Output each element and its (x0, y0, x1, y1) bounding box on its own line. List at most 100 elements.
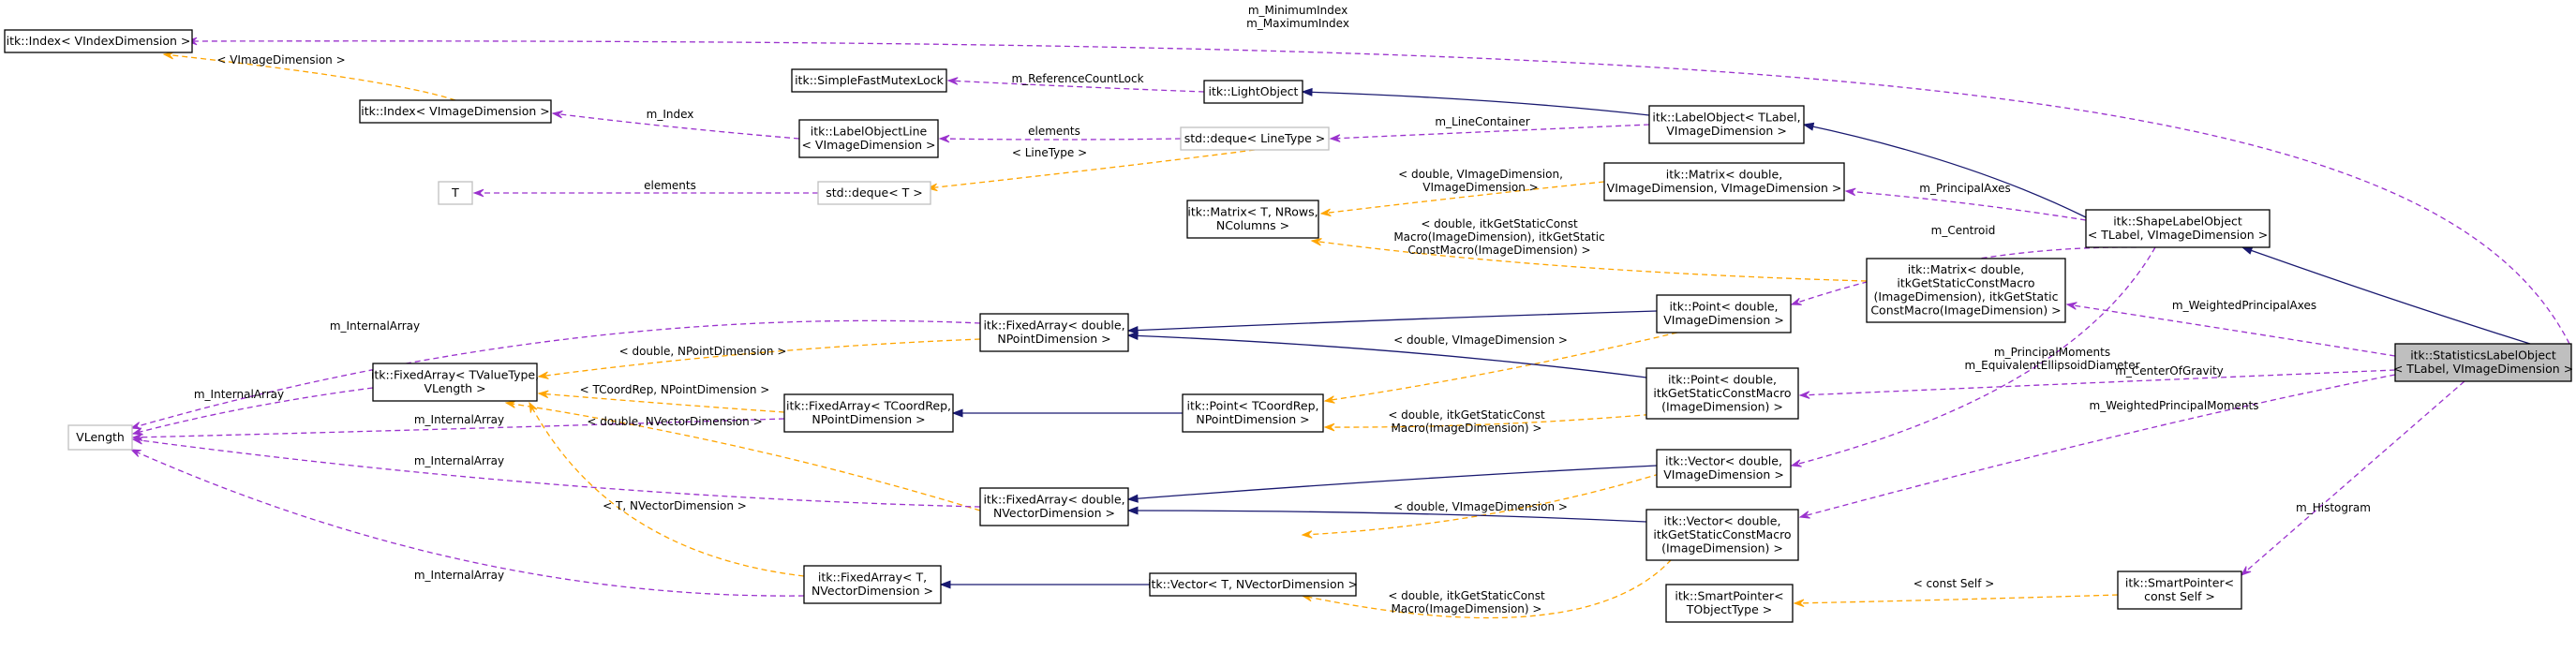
edge-path (939, 138, 1182, 141)
class-node-deque-line[interactable]: std::deque< LineType > (1180, 126, 1330, 151)
edge-label-line: < double, NPointDimension > (619, 345, 787, 358)
class-node-label-line: VImageDimension, VImageDimension > (1607, 181, 1842, 195)
class-node-deque-T[interactable]: std::deque< T > (817, 181, 931, 205)
class-node-label-line: itk::LightObject (1209, 84, 1299, 98)
class-node-point-dconst[interactable]: itk::Point< double,itkGetStaticConstMacr… (1645, 367, 1799, 420)
class-node-label-line: VLength > (424, 381, 485, 395)
class-node-fixedarray-tnv[interactable]: itk::FixedArray< T,NVectorDimension > (803, 565, 942, 604)
edge-label-line: < double, VImageDimension > (1393, 500, 1568, 513)
edge-label: m_LineContainer (1435, 115, 1529, 128)
edge-label-line: m_PrincipalMoments (1994, 346, 2110, 359)
class-node-shapelabel[interactable]: itk::ShapeLabelObject< TLabel, VImageDim… (2085, 209, 2271, 248)
inherit-edge (1802, 122, 2087, 218)
edge-arrowhead (1329, 134, 1341, 142)
class-node-smartptr-tobj[interactable]: itk::SmartPointer<TObjectType > (1665, 584, 1794, 623)
class-node-box (798, 119, 939, 158)
nodes-layer: itk::Index< VIndexDimension >itk::Index<… (4, 29, 2573, 623)
edge-path (1302, 91, 1650, 116)
edge-arrowhead (1126, 331, 1139, 340)
class-node-label: itk::StatisticsLabelObject< TLabel, VIma… (2393, 348, 2573, 377)
edge-path (1302, 552, 1678, 619)
class-node-point-tc[interactable]: itk::Point< TCoordRep,NPointDimension > (1182, 393, 1324, 433)
class-node-mutexlock[interactable]: itk::SimpleFastMutexLock (791, 68, 947, 93)
class-node-box (438, 181, 473, 205)
edge-arrowhead (1323, 422, 1335, 432)
edge-label-line: m_ReferenceCountLock (1011, 72, 1143, 85)
edge-label-line: < const Self > (1913, 577, 1995, 590)
edge-path (529, 402, 805, 577)
class-node-label: itk::SimpleFastMutexLock (795, 73, 945, 87)
class-node-vector-tnv[interactable]: itk::Vector< T, NVectorDimension > (1148, 572, 1358, 597)
edge-label-line: m_InternalArray (414, 454, 504, 467)
edge-label: < double, VImageDimension > (1393, 333, 1568, 347)
inherit-edge (1301, 87, 1650, 116)
class-node-vector-dconst[interactable]: itk::Vector< double,itkGetStaticConstMac… (1645, 509, 1799, 561)
class-node-label-line: < TLabel, VImageDimension > (2393, 362, 2573, 376)
class-node-label-line: std::deque< T > (826, 185, 922, 200)
edge-label-line: m_Index (647, 108, 694, 121)
class-node-label: itk::Vector< T, NVectorDimension > (1148, 577, 1358, 591)
class-node-vector-dv[interactable]: itk::Vector< double,VImageDimension > (1656, 449, 1792, 488)
edge-label-line: m_LineContainer (1435, 115, 1529, 128)
class-node-matrix-dconst[interactable]: itk::Matrix< double,itkGetStaticConstMac… (1866, 258, 2066, 323)
usage-edge (551, 110, 800, 140)
class-node-box (359, 99, 552, 124)
class-node-label: itk::FixedArray< double,NVectorDimension… (983, 493, 1124, 521)
class-node-label: std::deque< T > (826, 185, 922, 200)
class-node-box (2117, 570, 2242, 610)
class-node-fixedarray-dnv[interactable]: itk::FixedArray< double,NVectorDimension… (979, 487, 1129, 526)
class-node-fixedarray-tv[interactable]: itk::FixedArray< TValueType,VLength > (371, 363, 539, 402)
class-node-vlength[interactable]: VLength (67, 424, 133, 451)
edge-label-line: m_InternalArray (414, 569, 504, 582)
edge-path (132, 418, 785, 438)
class-node-label: VLength (76, 430, 125, 444)
edge-label-line: m_PrincipalAxes (1919, 182, 2010, 195)
class-node-box (4, 29, 193, 53)
class-node-label: std::deque< LineType > (1184, 131, 1326, 145)
edge-arrowhead (131, 437, 143, 445)
edge-label: < LineType > (1012, 146, 1087, 159)
class-node-T[interactable]: T (438, 181, 473, 205)
class-node-label-line: itk::StatisticsLabelObject (2410, 348, 2556, 363)
class-node-labelobjectline[interactable]: itk::LabelObjectLine< VImageDimension > (798, 119, 939, 158)
class-node-smartptr-self[interactable]: itk::SmartPointer<const Self > (2117, 570, 2242, 610)
edge-arrowhead (1798, 391, 1810, 399)
edge-label: < double, VImageDimension > (1393, 500, 1568, 513)
edge-label-line: elements (644, 179, 696, 192)
edge-path (1127, 310, 1658, 332)
edge-path (1302, 467, 1678, 536)
class-node-statistics[interactable]: itk::StatisticsLabelObject< TLabel, VIma… (2393, 343, 2573, 382)
class-node-box (1149, 572, 1357, 597)
class-node-lightobject[interactable]: itk::LightObject (1203, 80, 1303, 104)
edge-path (1324, 332, 1678, 402)
edge-label: < double, NVectorDimension > (587, 415, 762, 428)
edge-arrowhead (1802, 122, 1815, 131)
edge-label: < double, NPointDimension > (619, 345, 787, 358)
class-node-label-line: itkGetStaticConstMacro (1897, 276, 2034, 290)
template-edge (1301, 467, 1678, 539)
class-node-label-line: (ImageDimension) > (1661, 541, 1783, 555)
edge-arrowhead (2240, 566, 2252, 576)
edge-label-line: m_WeightedPrincipalAxes (2172, 299, 2316, 312)
class-node-fixedarray-dnp[interactable]: itk::FixedArray< double,NPointDimension … (979, 313, 1129, 352)
edge-label-line: VImageDimension > (1422, 181, 1538, 194)
template-edge (926, 149, 1256, 192)
class-node-label-line: VImageDimension > (1663, 467, 1784, 482)
class-node-label: itk::ShapeLabelObject< TLabel, VImageDim… (2088, 215, 2268, 243)
class-node-labelobject[interactable]: itk::LabelObject< TLabel,VImageDimension… (1648, 105, 1805, 144)
class-node-fixedarray-tc[interactable]: itk::FixedArray< TCoordRep,NPointDimensi… (783, 393, 954, 433)
edge-label-line: m_MinimumIndex (1248, 4, 1348, 17)
class-node-index-vimg[interactable]: itk::Index< VImageDimension > (359, 99, 552, 124)
class-node-matrix-dv[interactable]: itk::Matrix< double,VImageDimension, VIm… (1603, 162, 1845, 201)
class-node-label-line: itk::Index< VIndexDimension > (7, 34, 191, 48)
edge-path (1799, 374, 2396, 518)
edge-label-line: Macro(ImageDimension) > (1392, 602, 1542, 615)
class-node-box (1656, 449, 1792, 488)
class-node-label-line: const Self > (2144, 589, 2215, 603)
edge-label: m_Histogram (2296, 501, 2371, 514)
class-node-index-v[interactable]: itk::Index< VIndexDimension > (4, 29, 193, 53)
edge-arrowhead (537, 390, 549, 399)
class-node-point-dv[interactable]: itk::Point< double,VImageDimension > (1656, 294, 1792, 333)
class-node-matrix-tmpl[interactable]: itk::Matrix< T, NRows,NColumns > (1186, 200, 1319, 239)
